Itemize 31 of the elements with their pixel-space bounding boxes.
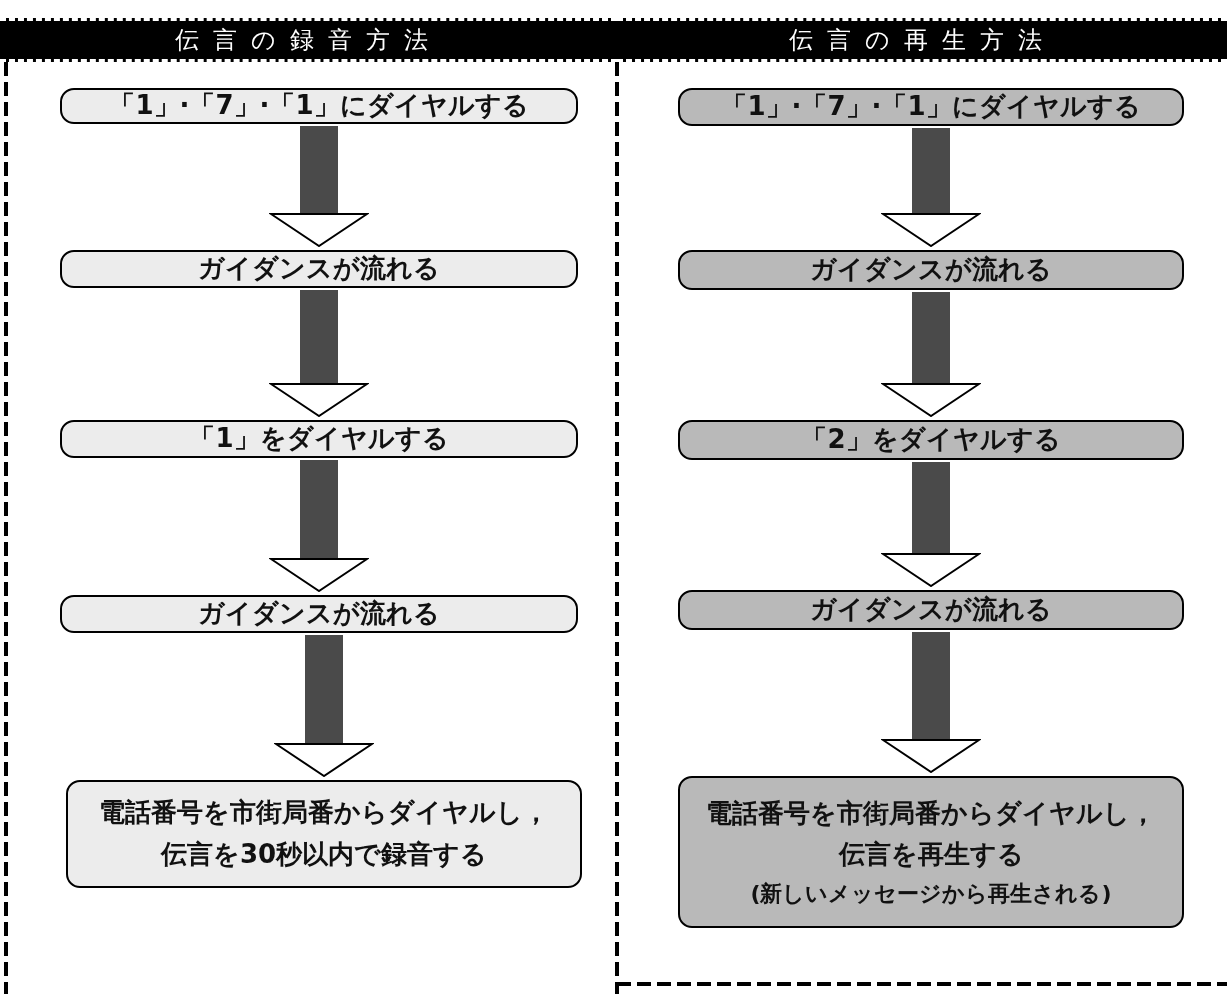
step-text: 「1」·「7」·「1」にダイヤルする — [721, 90, 1141, 124]
block-arrow — [275, 635, 373, 777]
step-box — [678, 776, 1184, 928]
step-text: ガイダンスが流れる — [810, 593, 1052, 627]
column-header: 伝言の録音方法 — [0, 18, 617, 62]
step-box — [678, 250, 1184, 290]
step-box — [60, 420, 578, 458]
step-text: ガイダンスが流れる — [810, 253, 1052, 287]
block-arrow — [270, 290, 368, 417]
step-text: 「1」·「7」·「1」にダイヤルする — [109, 89, 529, 123]
step-box — [678, 88, 1184, 126]
step-box — [60, 250, 578, 288]
block-arrow — [882, 462, 980, 587]
step-box — [60, 595, 578, 633]
block-arrow — [270, 460, 368, 592]
step-text: ガイダンスが流れる — [198, 252, 440, 286]
block-arrow — [882, 632, 980, 773]
step-box — [66, 780, 582, 888]
step-text: 電話番号を市街局番からダイヤルし，伝言を30秒以内で録音する — [98, 796, 550, 871]
block-arrow — [882, 292, 980, 417]
step-text: 「1」をダイヤルする — [189, 422, 449, 456]
step-text: 「2」をダイヤルする — [801, 423, 1061, 457]
step-box — [60, 88, 578, 124]
step-box — [678, 420, 1184, 460]
step-text: 電話番号を市街局番からダイヤルし，伝言を再生する — [705, 796, 1157, 872]
column-header: 伝言の再生方法 — [617, 18, 1227, 62]
step-note: (新しいメッセージから再生される) — [750, 880, 1112, 908]
block-arrow — [270, 126, 368, 247]
block-arrow — [882, 128, 980, 247]
step-box — [678, 590, 1184, 630]
step-text: ガイダンスが流れる — [198, 597, 440, 631]
